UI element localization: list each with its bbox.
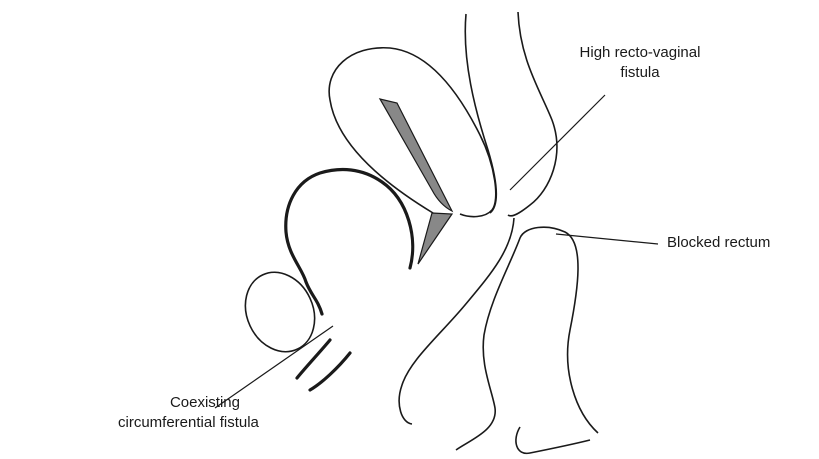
label-blocked-rectum: Blocked rectum [667, 233, 770, 253]
label-coexisting-line2: circumferential fistula [118, 413, 240, 433]
fistula-oval [233, 261, 327, 363]
label-high-recto-vaginal-fistula: High recto-vaginal fistula [545, 43, 735, 83]
fistula-mark-2 [310, 353, 350, 390]
label-high-fistula-line1: High recto-vaginal [545, 43, 735, 63]
uterine-cavity [380, 99, 452, 211]
label-coexisting-circumferential-fistula: Coexisting circumferential fistula [118, 393, 240, 433]
label-coexisting-line1: Coexisting [118, 393, 240, 413]
rectum-left-wall [399, 218, 514, 424]
posterior-wall [465, 14, 496, 213]
blocked-rectum-shape [456, 227, 598, 450]
rectum-right-wall [545, 227, 602, 434]
label-high-fistula-line2: fistula [545, 63, 735, 83]
leader-high-fistula [510, 95, 605, 190]
lower-loop [516, 427, 590, 453]
leader-blocked-rectum [556, 234, 658, 244]
vault-shade [418, 213, 452, 264]
bladder-outline [286, 170, 413, 314]
